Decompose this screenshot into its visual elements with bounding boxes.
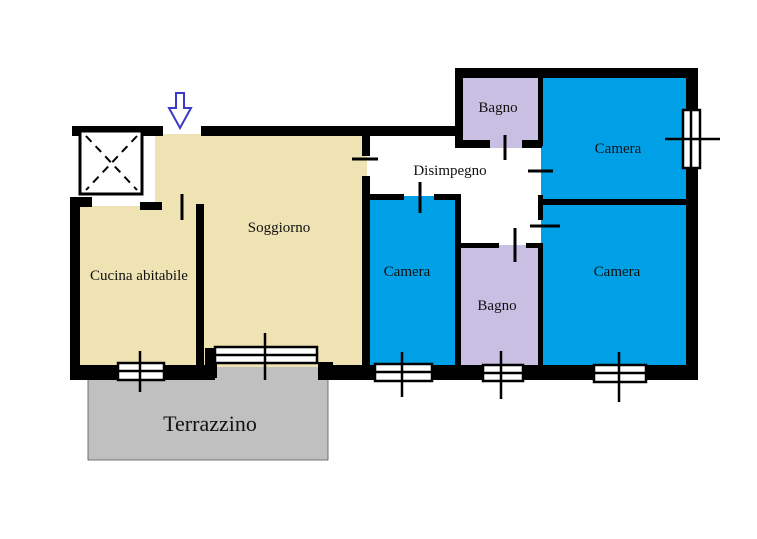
entrance-arrow-icon — [167, 92, 193, 131]
room-camera-bottom-right — [541, 202, 687, 366]
window-icon — [116, 108, 720, 402]
room-cucina — [78, 206, 204, 366]
label-camera-bottom-right: Camera — [594, 264, 641, 280]
stairwell-icon — [78, 129, 144, 196]
label-camera-left: Camera — [384, 264, 431, 280]
room-bagno-bottom — [457, 245, 541, 366]
room-camera-left — [368, 196, 458, 366]
label-cucina: Cucina abitabile — [90, 268, 188, 284]
walls — [70, 68, 698, 380]
label-terrazzino: Terrazzino — [163, 411, 257, 436]
room-bagno-top — [460, 76, 542, 148]
label-soggiorno: Soggiorno — [248, 220, 311, 236]
room-camera-top-right — [541, 76, 687, 202]
label-disimpegno: Disimpegno — [413, 163, 486, 179]
door-icon — [180, 135, 560, 262]
label-bagno-top: Bagno — [478, 100, 517, 116]
label-bagno-bottom: Bagno — [477, 298, 516, 314]
label-camera-top-right: Camera — [595, 141, 642, 157]
